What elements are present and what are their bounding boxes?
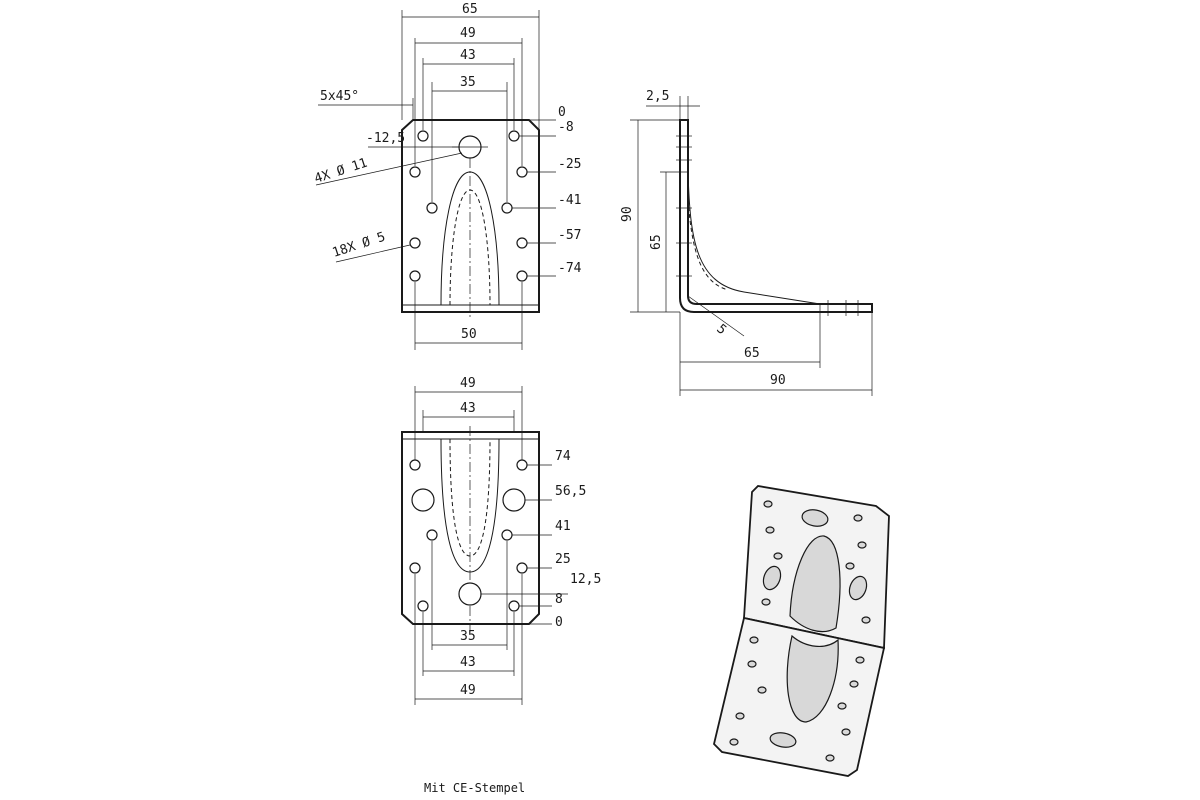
dim-y-0: 0 — [558, 105, 566, 120]
front-view: 65 49 43 35 5x45° 0 -8 -25 -41 -57 -74 -… — [313, 2, 582, 350]
dim-width-65: 65 — [462, 2, 478, 17]
iso-hole-large — [769, 732, 797, 748]
dim-thickness: 2,5 — [646, 89, 669, 104]
dim-height-90: 90 — [620, 206, 635, 222]
iso-hole-small — [735, 712, 745, 720]
iso-slot-upper — [789, 535, 841, 633]
iso-hole-small — [763, 500, 773, 508]
iso-bend-line — [743, 617, 885, 649]
bottom-hole-small — [516, 459, 528, 471]
iso-hole-small — [845, 562, 855, 570]
iso-hole-small — [853, 514, 863, 522]
radius-leader — [687, 295, 745, 337]
dim-width-35: 35 — [460, 75, 476, 90]
iso-hole-small — [729, 738, 739, 746]
front-hole-small — [501, 202, 513, 214]
iso-hole-small — [837, 702, 847, 710]
front-hole-small — [516, 270, 528, 282]
bottom-hole-small — [426, 529, 438, 541]
side-profile-outer — [679, 119, 873, 313]
iso-hole-large — [801, 509, 829, 527]
iso-hole-large — [762, 565, 782, 591]
leader-large-holes — [315, 152, 463, 186]
iso-hole-large — [848, 575, 868, 601]
front-hole-small — [508, 130, 520, 142]
front-hole-small — [409, 270, 421, 282]
callout-large-holes: 4X Ø 11 — [313, 156, 370, 187]
dim-bottom-35: 35 — [460, 629, 476, 644]
dim-y-41: -41 — [558, 193, 581, 208]
bottom-hole-large — [458, 582, 482, 606]
iso-hole-small — [757, 686, 767, 694]
bottom-hole-large — [411, 488, 435, 512]
dim-width-90: 90 — [770, 373, 786, 388]
dim-bottom-49: 49 — [460, 683, 476, 698]
side-rib-hidden — [687, 199, 729, 291]
bottom-hole-small — [501, 529, 513, 541]
dim-width-49: 49 — [460, 376, 476, 391]
dim-y-minus-12-5: -12,5 — [366, 131, 405, 146]
dim-y-0: 0 — [555, 615, 563, 630]
dim-y-12-5: 12,5 — [570, 572, 601, 587]
dim-y-25: -25 — [558, 157, 581, 172]
front-hole-small — [516, 166, 528, 178]
side-rib — [687, 171, 821, 305]
iso-hole-small — [855, 656, 865, 664]
dim-y-8: -8 — [558, 120, 574, 135]
iso-slot-lower — [786, 634, 839, 723]
bottom-view: 49 43 74 56,5 41 25 12,5 8 0 35 43 49 — [401, 376, 601, 705]
dim-height-65: 65 — [649, 234, 664, 250]
dim-radius: 5 — [713, 322, 729, 339]
iso-hole-small — [861, 616, 871, 624]
dim-width-49: 49 — [460, 26, 476, 41]
bottom-hole-small — [409, 562, 421, 574]
front-hole-small — [516, 237, 528, 249]
iso-hole-small — [749, 636, 759, 644]
bottom-hole-small — [409, 459, 421, 471]
iso-hole-small — [825, 754, 835, 762]
side-view: 2,5 90 65 5 65 90 — [620, 89, 873, 396]
dim-width-43: 43 — [460, 48, 476, 63]
front-hole-small — [426, 202, 438, 214]
iso-hole-small — [849, 680, 859, 688]
isometric-view — [713, 485, 890, 777]
dim-y-74: 74 — [555, 449, 571, 464]
dim-bottom-50: 50 — [461, 327, 477, 342]
bottom-hole-small — [516, 562, 528, 574]
iso-hole-small — [747, 660, 757, 668]
dim-y-74: -74 — [558, 261, 582, 276]
caption: Mit CE-Stempel — [424, 781, 525, 795]
iso-hole-small — [857, 541, 867, 549]
iso-hole-small — [765, 526, 775, 534]
front-hole-small — [417, 130, 429, 142]
dim-bottom-43: 43 — [460, 655, 476, 670]
dim-y-8: 8 — [555, 592, 563, 607]
bottom-hole-large — [502, 488, 526, 512]
iso-hole-small — [773, 552, 783, 560]
dim-y-41: 41 — [555, 519, 571, 534]
dim-width-43: 43 — [460, 401, 476, 416]
iso-hole-small — [761, 598, 771, 606]
leader-small-holes — [335, 244, 411, 263]
dim-y-57: -57 — [558, 228, 581, 243]
dim-y-25: 25 — [555, 552, 571, 567]
dim-chamfer: 5x45° — [320, 89, 359, 104]
front-hole-small — [409, 237, 421, 249]
callout-small-holes: 18X Ø 5 — [331, 230, 388, 261]
front-hole-small — [409, 166, 421, 178]
dim-width-65: 65 — [744, 346, 760, 361]
iso-hole-small — [841, 728, 851, 736]
bottom-hole-small — [508, 600, 520, 612]
bottom-hole-small — [417, 600, 429, 612]
dim-y-56-5: 56,5 — [555, 484, 586, 499]
